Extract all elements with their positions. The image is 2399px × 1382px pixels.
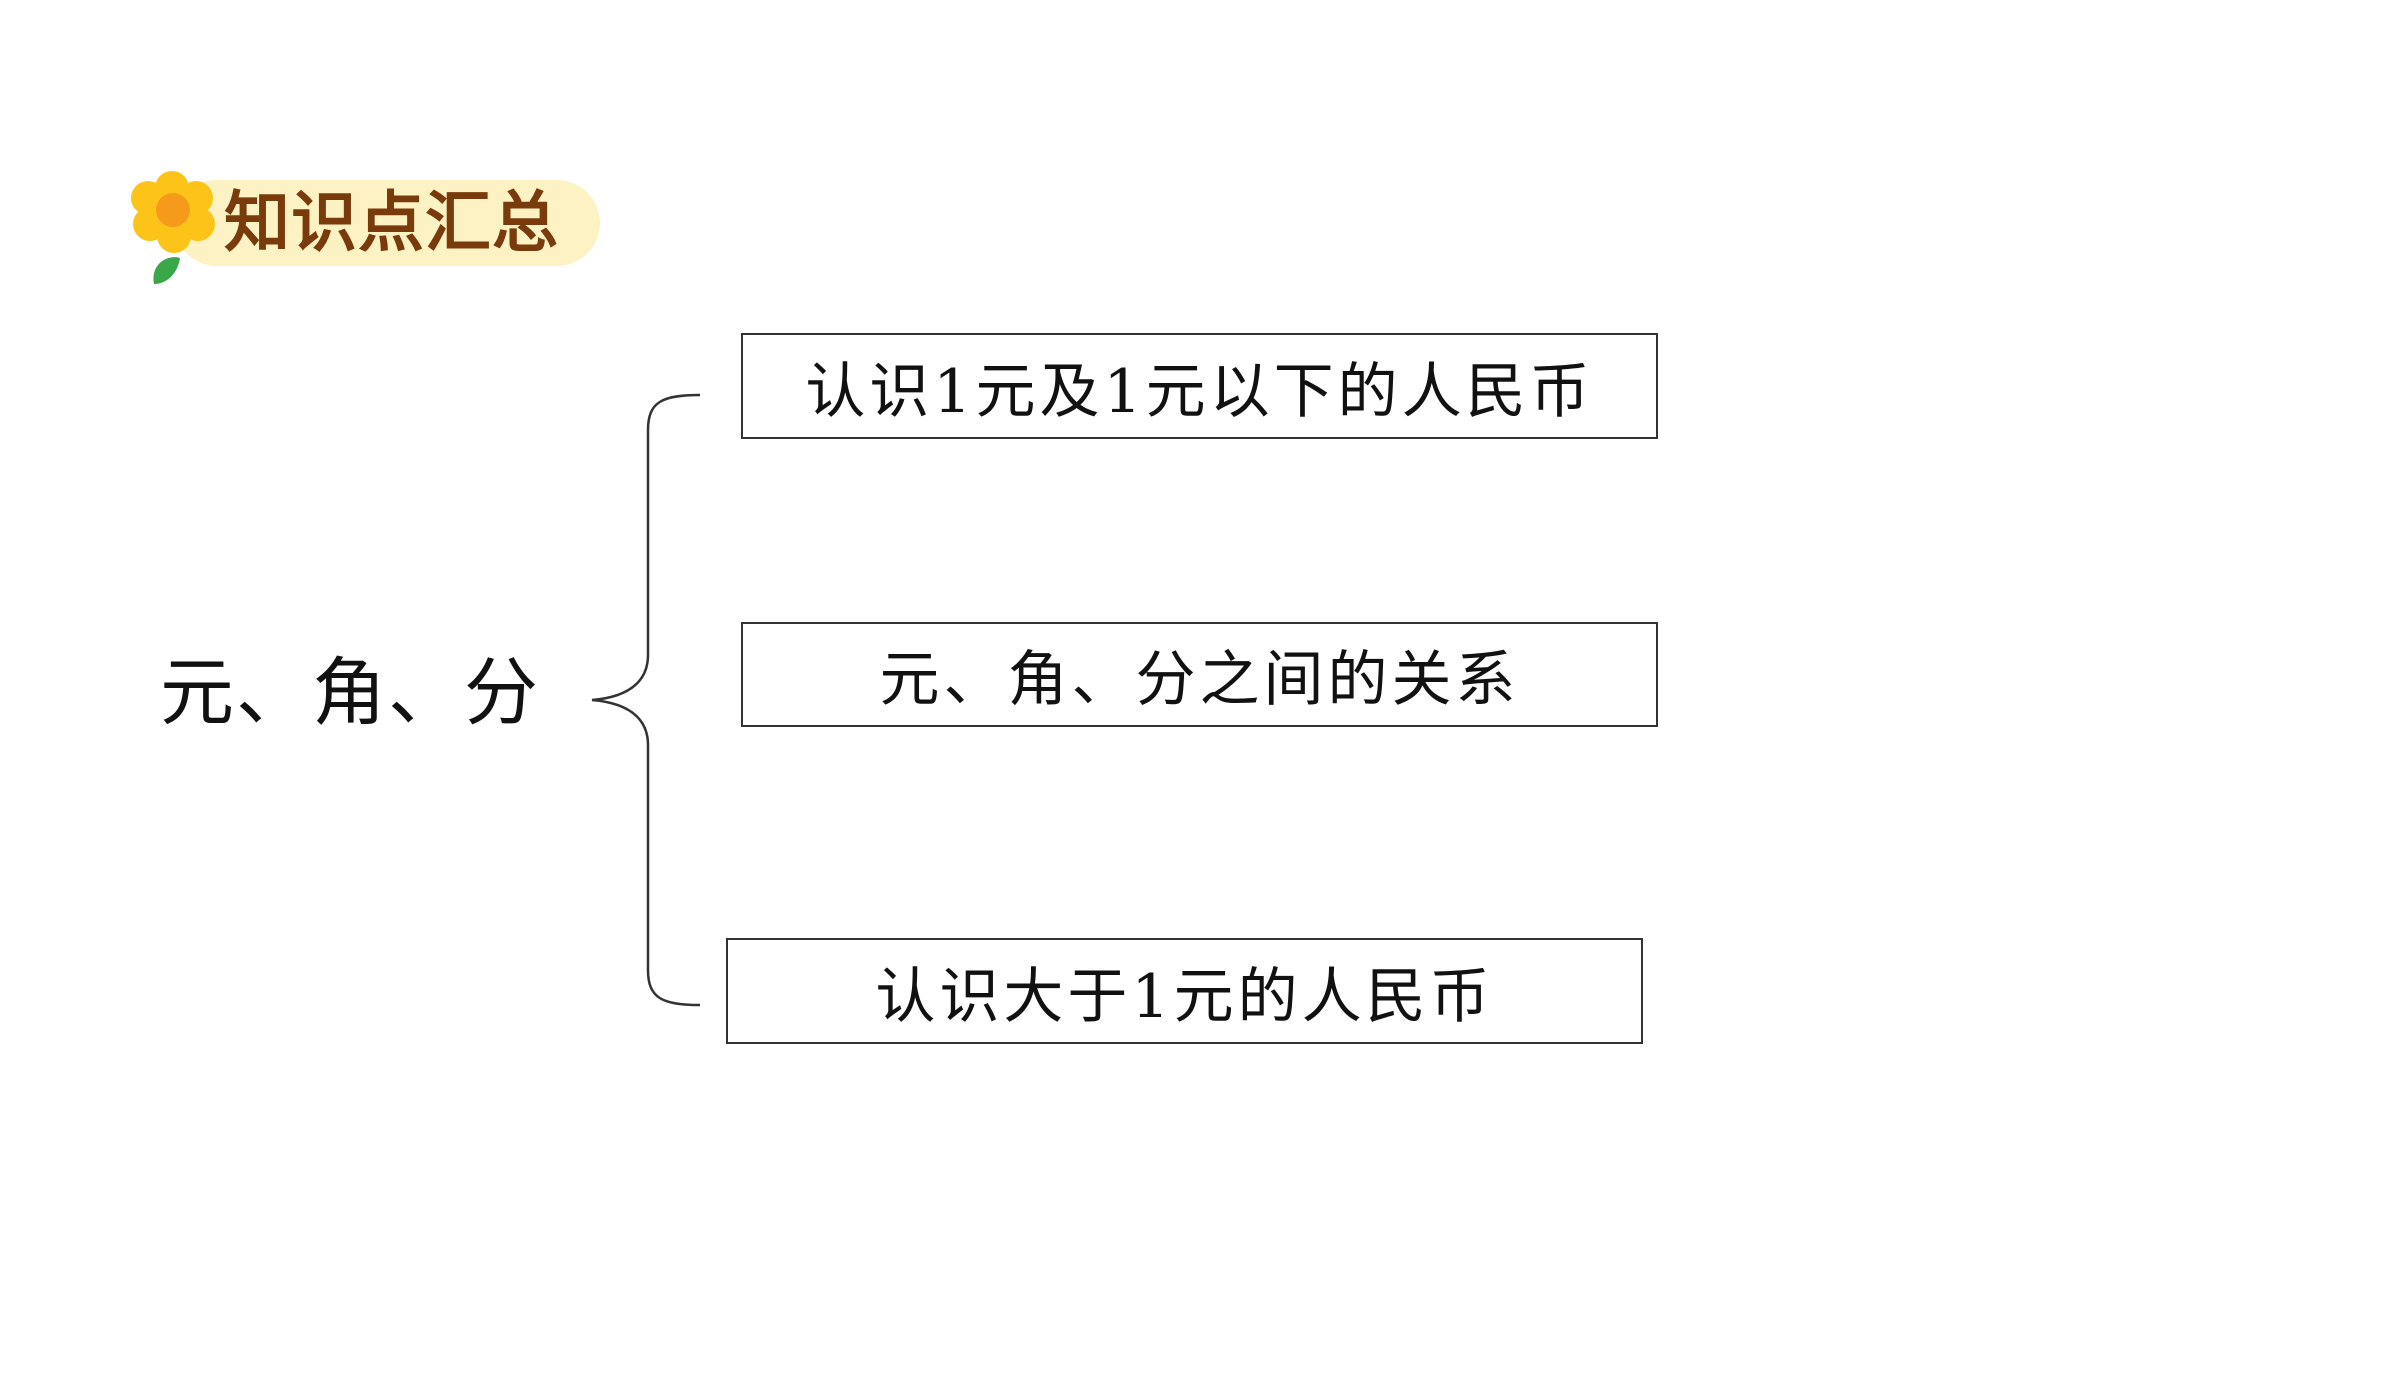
title-pill-background <box>174 180 600 266</box>
branch-box-recognize-above-1-yuan: 认识大于1元的人民币 <box>726 938 1643 1044</box>
diagram-root-label: 元、角、分 <box>160 650 540 736</box>
sunflower-icon <box>131 171 215 284</box>
section-title-badge: 知识点汇总 <box>124 166 610 284</box>
curly-brace-connector <box>591 393 701 1007</box>
page-title: 知识点汇总 <box>224 184 559 261</box>
branch-box-recognize-1-yuan-and-below: 认识1元及1元以下的人民币 <box>741 333 1658 439</box>
branch-box-yuan-jiao-fen-relationship: 元、角、分之间的关系 <box>741 622 1658 727</box>
